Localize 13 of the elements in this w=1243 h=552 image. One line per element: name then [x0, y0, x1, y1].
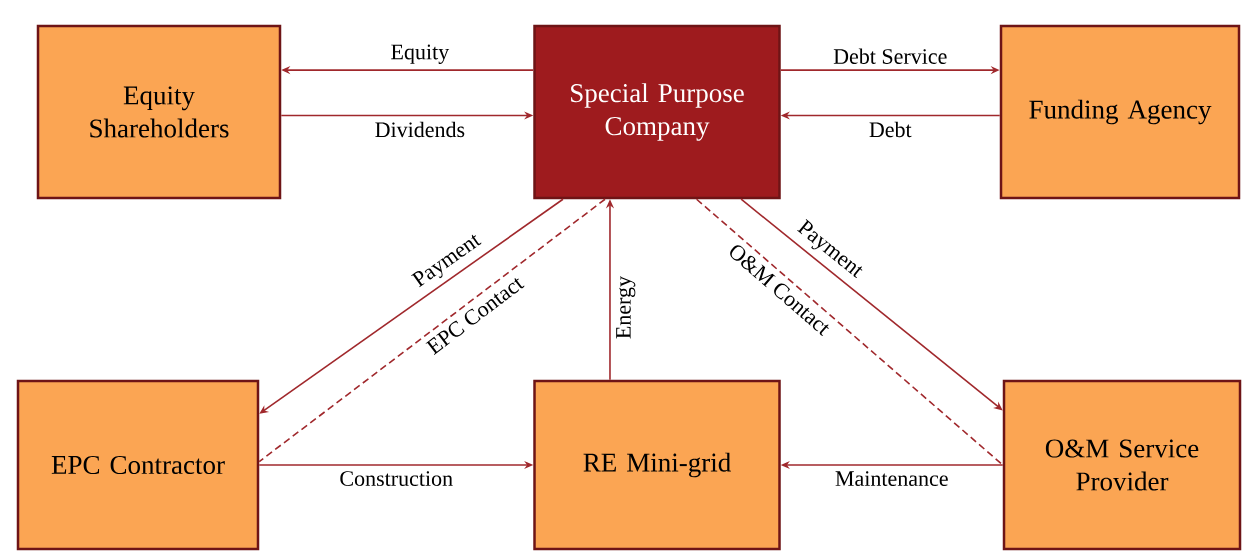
edge-label: Construction [337, 469, 456, 488]
edge-label: Energy [614, 274, 638, 342]
edge-label: Debt [866, 119, 914, 140]
process-box: Funding Agency [999, 24, 1241, 200]
process-box: Equity Shareholders [36, 24, 282, 200]
process-box: O&M Service Provider [1002, 379, 1242, 551]
process-box: EPC Contractor [16, 379, 260, 551]
edge-label: Debt Service [831, 46, 950, 66]
process-box: RE Mini-grid [533, 379, 781, 551]
edge-label: Maintenance [832, 469, 951, 488]
process-box: Special Purpose Company [533, 24, 781, 200]
edge-label: Dividends [372, 119, 468, 140]
edge-label: Equity [388, 42, 452, 66]
